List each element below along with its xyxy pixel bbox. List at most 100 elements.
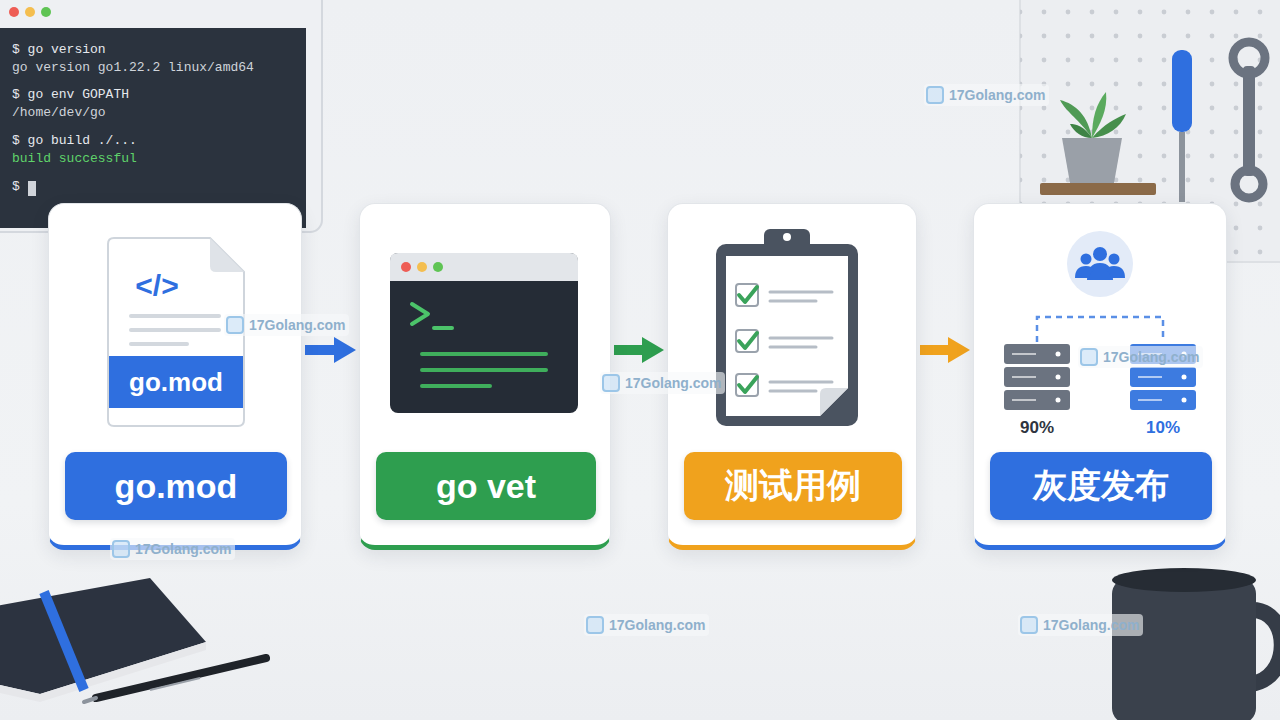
drawing-part (820, 388, 848, 416)
drawing-part (1004, 367, 1070, 387)
drawing-part (109, 356, 243, 408)
pen (84, 658, 266, 702)
drawing-part (1004, 390, 1070, 410)
file-name: go.mod (109, 356, 243, 408)
drawing-part (764, 229, 810, 255)
step-card: 90%10%灰度发布 (973, 203, 1227, 550)
step-name: go vet (436, 467, 536, 506)
drawing-part (726, 256, 848, 416)
drawing-part (129, 342, 189, 346)
drawing-part (716, 244, 858, 426)
drawing-part (1138, 399, 1162, 401)
drawing-part (44, 592, 84, 690)
traffic-share: 90% (1002, 418, 1072, 438)
drawing-part (1233, 42, 1265, 74)
step-name: 测试用例 (725, 463, 861, 509)
arrow-shaft (920, 345, 950, 355)
drawing-part (1067, 231, 1133, 297)
drawing-part (770, 382, 832, 391)
drawing-part (1106, 266, 1125, 278)
notebook (0, 578, 206, 702)
drawing-part (84, 698, 96, 702)
drawing-part (108, 238, 244, 426)
drawing-part (1004, 344, 1070, 364)
flow-arrow (920, 337, 970, 363)
drawing-part (1182, 375, 1187, 380)
drawing-part (1182, 352, 1187, 357)
arrow-head (334, 337, 356, 363)
flow-arrow (305, 337, 356, 363)
arrow-head (642, 337, 664, 363)
drawing-part (41, 7, 51, 17)
drawing-part (1130, 344, 1196, 364)
drawing-part (1060, 100, 1092, 138)
terminal-cursor (28, 181, 36, 196)
drawing-part (1092, 114, 1126, 138)
drawing-part (1109, 254, 1120, 265)
watermark: 17Golang.com (1018, 614, 1143, 636)
drawing-part (1130, 390, 1196, 410)
drawing-part (739, 287, 757, 302)
watermark: 17Golang.com (584, 614, 709, 636)
drawing-part (433, 262, 443, 272)
step-label-button: go.mod (65, 452, 287, 520)
drawing-part (1040, 183, 1156, 195)
drawing-part (1112, 568, 1256, 592)
drawing-part (401, 262, 411, 272)
drawing-part (210, 238, 244, 272)
traffic-share: 10% (1128, 418, 1198, 438)
drawing-part (1081, 254, 1092, 265)
drawing-part (390, 253, 578, 413)
terminal-line: go version go1.22.2 linux/amd64 (12, 60, 254, 76)
drawing-part (1012, 399, 1036, 401)
drawing-part (25, 7, 35, 17)
drawing-part (770, 338, 832, 347)
drawing-part (9, 7, 19, 17)
terminal-line: $ go env GOPATH (12, 87, 129, 103)
drawing-part (1056, 352, 1061, 357)
drawing-part (736, 284, 758, 306)
terminal-line: $ go build ./... (12, 133, 137, 149)
drawing-part (1093, 247, 1107, 261)
drawing-part (150, 678, 200, 690)
drawing-part (736, 330, 758, 352)
flow-arrow (614, 337, 664, 363)
terminal-line: $ go version (12, 42, 106, 58)
drawing-part (1012, 376, 1036, 378)
drawing-part (783, 233, 791, 241)
step-label-button: 测试用例 (684, 452, 902, 520)
drawing-part (770, 292, 832, 301)
terminal-icon (390, 253, 578, 413)
terminal-line: $ (12, 179, 20, 195)
arrow-head (948, 337, 970, 363)
terminal-line: build successful (12, 151, 137, 167)
drawing-part (1179, 132, 1185, 202)
code-symbol: </> (119, 268, 195, 303)
drawing-part (0, 0, 322, 232)
drawing-part (422, 354, 546, 386)
step-card: 测试用例 (667, 203, 917, 550)
drawing-part (417, 262, 427, 272)
coffee-mug (1112, 568, 1280, 720)
drawing-part (96, 658, 266, 698)
drawing-part (1138, 353, 1162, 355)
drawing-part (1056, 375, 1061, 380)
drawing-part (434, 326, 452, 330)
drawing-part (736, 374, 758, 396)
watermark: 17Golang.com (924, 84, 1049, 106)
drawing-part (0, 28, 306, 228)
drawing-part (1182, 398, 1187, 403)
drawing-part (1138, 376, 1162, 378)
drawing-part (412, 304, 428, 324)
drawing-part (739, 377, 757, 392)
file-icon (108, 238, 244, 426)
terminal-line: /home/dev/go (12, 105, 106, 121)
drawing-part (1172, 50, 1192, 132)
drawing-part (390, 253, 578, 281)
terminal-window (0, 0, 322, 232)
arrow-shaft (305, 345, 336, 355)
drawing-part (129, 314, 221, 318)
drawing-part (1112, 578, 1256, 720)
drawing-part (1037, 317, 1163, 342)
